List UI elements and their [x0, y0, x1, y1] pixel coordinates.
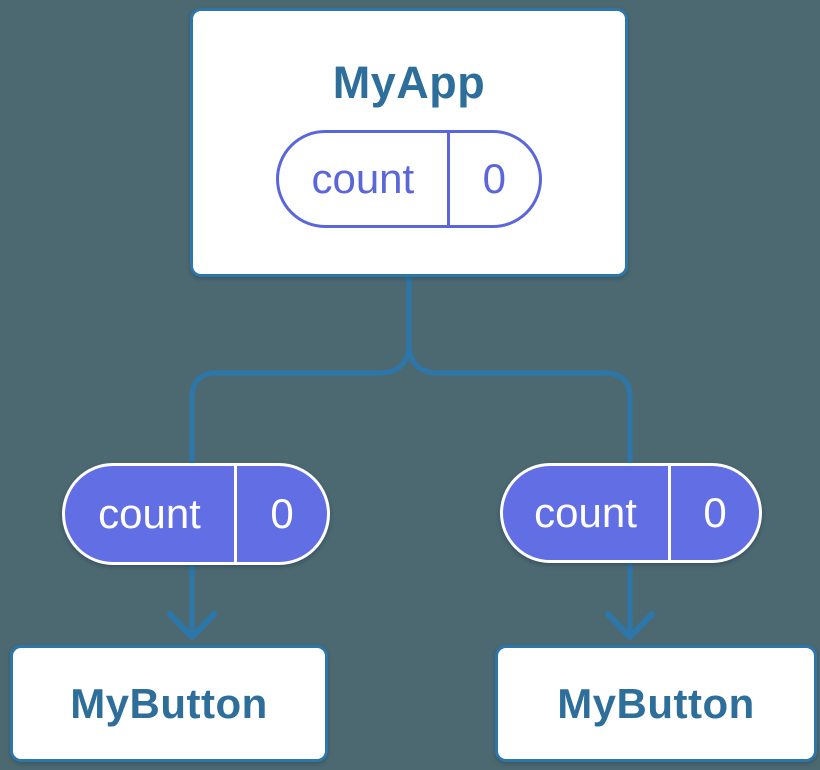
prop-badge-right: count 0: [500, 463, 762, 563]
prop-badge-value: 0: [233, 466, 327, 562]
arrow-down-left-icon: [167, 611, 217, 640]
component-title: MyButton: [70, 679, 268, 727]
fork-connector: [189, 276, 633, 636]
component-card-myapp: MyApp count 0: [190, 8, 628, 277]
state-badge-value: 0: [446, 133, 539, 225]
prop-badge-label: count: [534, 489, 637, 536]
component-card-mybutton-left: MyButton: [10, 645, 328, 762]
component-title: MyButton: [557, 679, 755, 727]
prop-badge-left: count 0: [62, 463, 330, 565]
state-badge-label: count: [311, 155, 415, 202]
component-card-mybutton-right: MyButton: [495, 645, 817, 762]
prop-badge-value: 0: [668, 466, 759, 560]
state-badge: count 0: [276, 130, 542, 228]
prop-badge-label: count: [98, 490, 201, 537]
component-title: MyApp: [332, 57, 486, 108]
arrow-down-right-icon: [605, 611, 655, 640]
